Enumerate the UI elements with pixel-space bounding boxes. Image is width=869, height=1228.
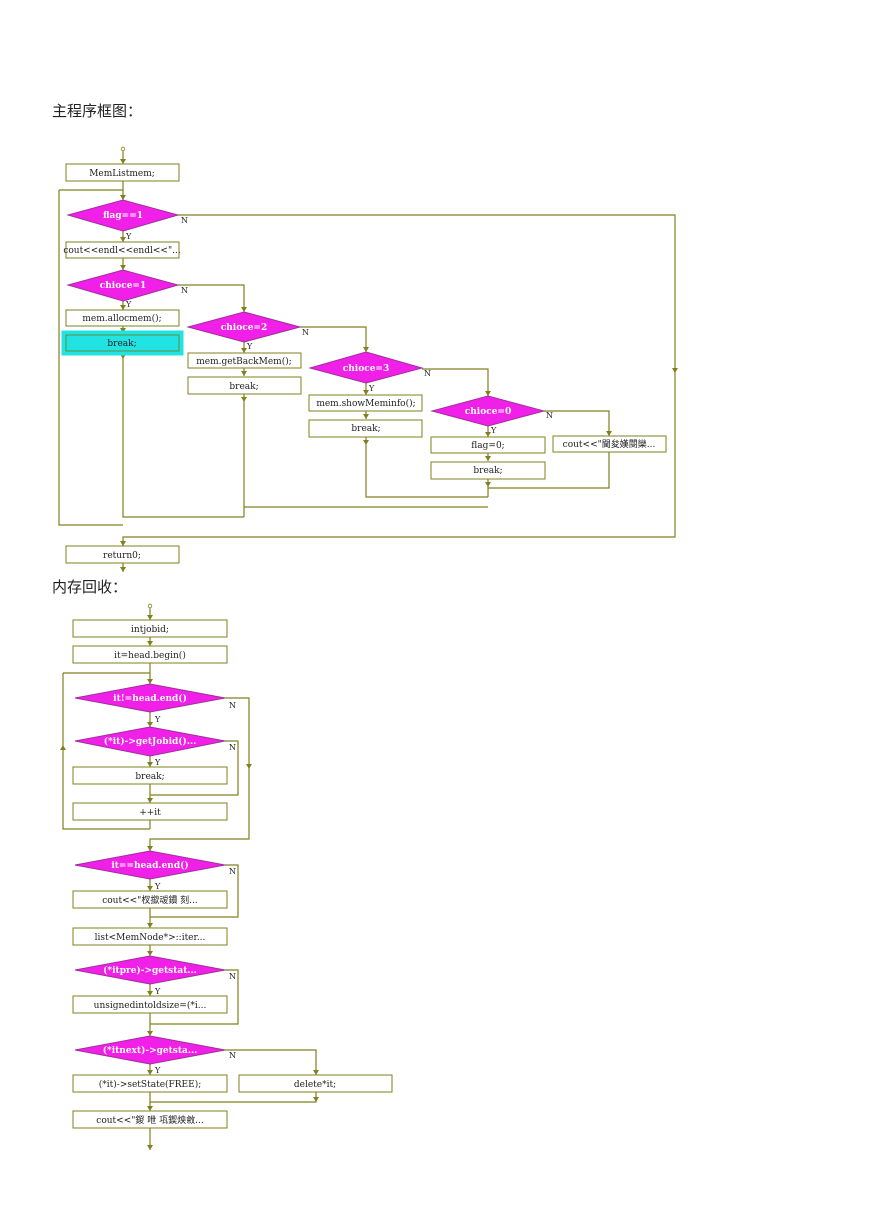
node-break-1-label: break;: [107, 339, 136, 349]
node-cout-menu-label: cout<<endl<<endl<<"...: [63, 246, 181, 256]
node-alloc-label: mem.allocmem();: [82, 313, 161, 324]
node-showinfo-label: mem.showMeminfo();: [316, 398, 415, 409]
decision-choice-1-label: chioce=1: [100, 281, 146, 291]
no-label: N: [181, 286, 188, 295]
node-jobid-decl: [72, 619, 228, 638]
no-label: N: [546, 411, 553, 420]
decision-next-state-label: (*itnext)->getsta...: [103, 1045, 198, 1056]
main-arrowheads: [120, 159, 678, 572]
no-label: N: [424, 369, 431, 378]
node-cout-error: [72, 890, 228, 909]
yes-label: Y: [154, 758, 161, 767]
decision-choice-1: [66, 269, 180, 302]
main-flowchart-heading: 主程序框图：: [52, 102, 143, 120]
node-cout-done: [72, 1110, 228, 1129]
no-label: N: [229, 867, 236, 876]
node-break-1: [65, 334, 180, 352]
decision-loop-end: [74, 683, 226, 713]
node-cout-menu: [65, 241, 180, 259]
no-label: N: [181, 216, 188, 225]
node-alloc: [65, 309, 180, 327]
decision-loop-end-label: it!=head.end(): [113, 693, 187, 704]
node-increment: [72, 802, 228, 821]
node-default-error-label: cout<<"閫夋嫨閿欒...: [563, 438, 656, 450]
node-flag-zero-label: flag=0;: [471, 441, 504, 451]
decision-choice-2-label: chioce=2: [221, 323, 267, 333]
decision-prev-state: [74, 955, 226, 985]
no-label: N: [229, 972, 236, 981]
yes-label: Y: [125, 232, 132, 241]
decision-flag-label: flag==1: [103, 211, 143, 221]
yes-label: Y: [154, 882, 161, 891]
yes-label: Y: [490, 426, 497, 435]
no-label: N: [229, 743, 236, 752]
node-delete-label: delete*it;: [294, 1080, 336, 1090]
yes-label: Y: [154, 1066, 161, 1075]
node-oldsize-label: unsignedintoldsize=(*i...: [94, 1000, 207, 1011]
decision-jobid-match-label: (*it)->getJobid()...: [104, 736, 196, 747]
node-break-recycle: [72, 766, 228, 785]
yes-label: Y: [246, 342, 253, 351]
recycle-connectors: [62, 603, 317, 1150]
main-branch-labels: Y N Y N Y N Y N Y N: [125, 216, 553, 435]
yes-label: Y: [154, 715, 161, 724]
node-showinfo: [308, 394, 423, 412]
decision-not-found: [74, 850, 226, 880]
node-break-2: [187, 376, 302, 395]
node-set-state: [72, 1074, 228, 1093]
decision-choice-0: [430, 395, 546, 427]
node-break-0-label: break;: [473, 466, 502, 476]
node-break-2-label: break;: [229, 382, 258, 392]
yes-label: Y: [125, 300, 132, 309]
no-label: N: [302, 328, 309, 337]
node-getback: [187, 352, 302, 369]
node-default-error: [552, 435, 667, 453]
node-memlist-decl: [65, 163, 180, 182]
no-label: N: [229, 1051, 236, 1060]
node-return-label: return0;: [103, 551, 141, 561]
decision-next-state: [74, 1035, 226, 1065]
node-increment-label: ++it: [139, 808, 161, 818]
node-cout-error-label: cout<<"杈撳叆鐨 刻...: [102, 894, 198, 906]
decision-choice-0-label: chioce=0: [465, 407, 511, 417]
node-iterator-decl: [72, 927, 228, 946]
recycle-flowchart: intjobid; it=head.begin() it!=head.end()…: [60, 603, 393, 1150]
decision-choice-2: [186, 311, 302, 343]
node-cout-done-label: cout<<"鍐 呭 瓨鍥炴敹...: [96, 1114, 204, 1126]
node-memlist-decl-label: MemListmem;: [89, 169, 155, 179]
node-jobid-decl-label: intjobid;: [131, 625, 169, 635]
main-connectors: [58, 146, 676, 572]
node-return: [65, 545, 180, 564]
node-break-0: [430, 461, 546, 480]
node-delete: [238, 1074, 393, 1093]
node-iter-begin-label: it=head.begin(): [114, 650, 186, 661]
node-oldsize: [72, 995, 228, 1014]
decision-prev-state-label: (*itpre)->getstat...: [103, 965, 197, 976]
yes-label: Y: [154, 987, 161, 996]
decision-not-found-label: it==head.end(): [111, 860, 188, 871]
node-iterator-decl-label: list<MemNode*>::iter...: [95, 933, 206, 943]
decision-jobid-match: [74, 726, 226, 757]
recycle-branch-labels: Y N Y N Y N Y N Y N: [154, 701, 236, 1075]
node-iter-begin: [72, 645, 228, 664]
no-label: N: [229, 701, 236, 710]
node-getback-label: mem.getBackMem();: [196, 356, 292, 367]
node-break-recycle-label: break;: [135, 772, 164, 782]
node-break-3-label: break;: [351, 424, 380, 434]
decision-choice-3: [308, 351, 424, 384]
recycle-arrowheads: [60, 615, 319, 1150]
node-break-3: [308, 419, 423, 438]
decision-flag: [66, 199, 180, 232]
node-flag-zero: [430, 436, 546, 454]
decision-choice-3-label: chioce=3: [343, 364, 389, 374]
recycle-flowchart-heading: 内存回收：: [52, 578, 128, 596]
yes-label: Y: [368, 384, 375, 393]
node-set-state-label: (*it)->setState(FREE);: [99, 1079, 201, 1090]
main-flowchart: MemListmem; flag==1 cout<<endl<<endl<<".…: [58, 146, 678, 572]
